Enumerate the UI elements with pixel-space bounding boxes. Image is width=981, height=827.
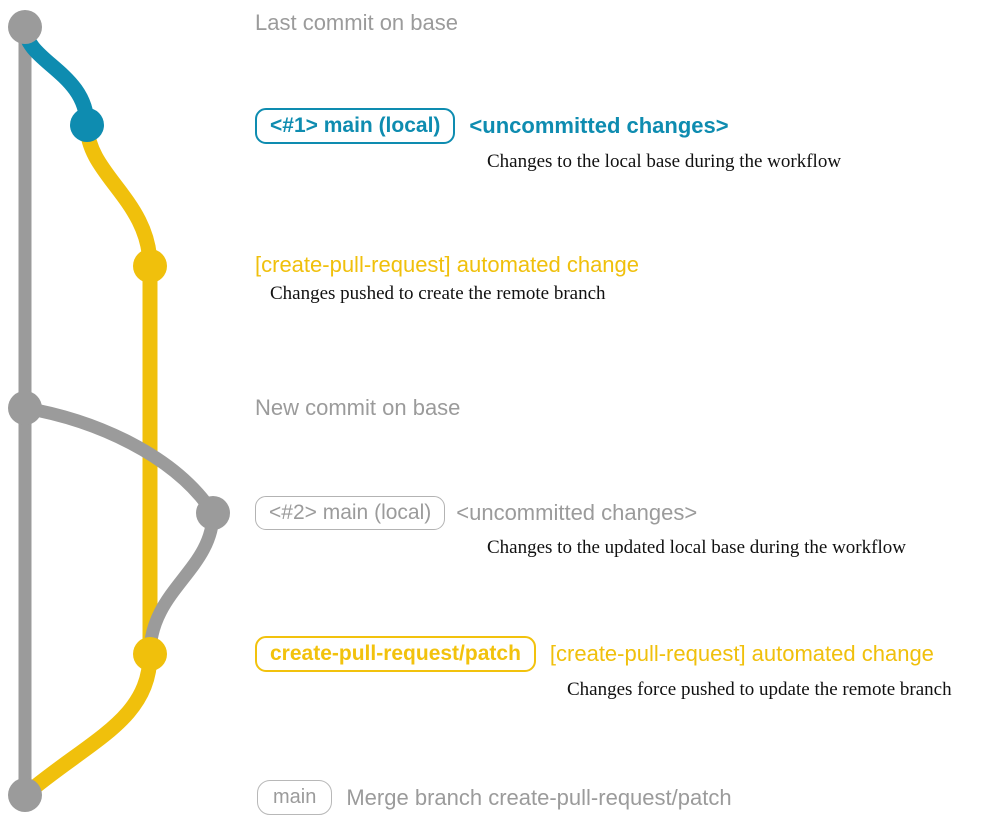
annotation-patch-commit-1: [create-pull-request] automated change C…: [255, 253, 639, 305]
annotation-description: Changes to the updated local base during…: [487, 537, 906, 558]
edge-patch2-to-merge: [17, 646, 158, 803]
commit-node-local-1[interactable]: [70, 108, 104, 142]
edge-local1-to-patch1: [79, 117, 158, 274]
annotation-description: Changes pushed to create the remote bran…: [270, 283, 606, 305]
annotation-local-commit-2: <#2> main (local) <uncommitted changes> …: [255, 496, 906, 559]
annotation-headline: New commit on base: [255, 395, 461, 420]
edge-base-to-local1: [17, 19, 95, 133]
annotation-headline: <uncommitted changes>: [469, 113, 729, 139]
annotation-description: Changes force pushed to update the remot…: [567, 679, 952, 700]
annotation-description: Changes to the local base during the wor…: [487, 151, 842, 172]
annotation-new-commit-on-base: New commit on base: [255, 396, 460, 419]
commit-node-base-last[interactable]: [8, 10, 42, 44]
branch-badge-local-2[interactable]: <#2> main (local): [255, 496, 446, 530]
edge-basenew-to-local2: [18, 401, 220, 520]
branch-badge-local-1[interactable]: <#1> main (local): [255, 108, 456, 144]
annotation-headline: <uncommitted changes>: [456, 500, 698, 526]
annotation-headline: [create-pull-request] automated change: [255, 252, 640, 277]
commit-node-patch-2[interactable]: [133, 637, 167, 671]
commit-node-patch-1[interactable]: [133, 249, 167, 283]
annotation-headline: Merge branch create-pull-request/patch: [346, 784, 732, 810]
annotation-merge-commit: main Merge branch create-pull-request/pa…: [257, 780, 732, 815]
commit-node-base-new[interactable]: [8, 391, 42, 425]
branch-badge-create-pull-request-patch[interactable]: create-pull-request/patch: [255, 636, 536, 672]
annotation-local-commit-1: <#1> main (local) <uncommitted changes> …: [255, 108, 841, 173]
annotation-headline: Last commit on base: [255, 10, 458, 35]
branch-badge-main[interactable]: main: [257, 780, 333, 815]
commit-node-base-merge[interactable]: [8, 778, 42, 812]
annotation-last-commit-on-base: Last commit on base: [255, 11, 458, 34]
annotation-headline: [create-pull-request] automated change: [549, 641, 934, 667]
annotation-patch-commit-2: create-pull-request/patch [create-pull-r…: [255, 636, 952, 701]
commit-node-local-2[interactable]: [196, 496, 230, 530]
edge-local2-to-patch2: [143, 506, 220, 661]
